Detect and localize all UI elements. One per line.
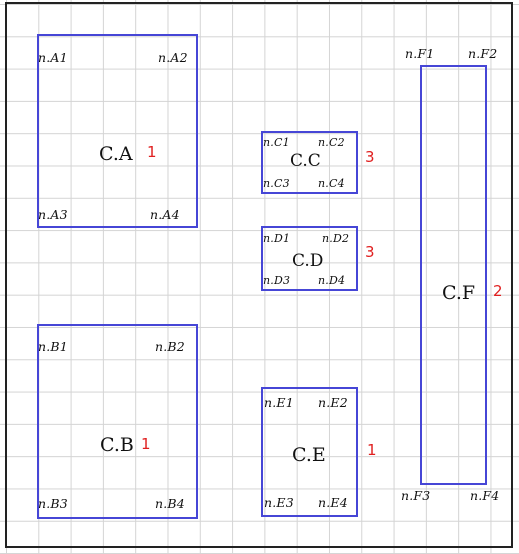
component-e-label: C.E (292, 444, 326, 466)
component-d-box (261, 226, 358, 291)
outer-frame (5, 2, 513, 548)
node-b1-label: n.B1 (38, 339, 68, 354)
node-d1-label: n.D1 (263, 232, 291, 245)
node-d4-label: n.D4 (318, 274, 346, 287)
node-f3-label: n.F3 (401, 488, 431, 503)
node-c2-label: n.C2 (318, 136, 345, 149)
node-c3-label: n.C3 (263, 177, 290, 190)
component-c-label: C.C (290, 151, 321, 171)
component-f-label: C.F (442, 282, 476, 304)
component-a-count: 1 (147, 143, 157, 161)
node-c1-label: n.C1 (263, 136, 290, 149)
component-d-label: C.D (292, 251, 324, 271)
node-b3-label: n.B3 (38, 496, 68, 511)
component-b-label: C.B (100, 434, 134, 456)
node-f1-label: n.F1 (405, 46, 435, 61)
component-e-count: 1 (367, 441, 377, 459)
node-e1-label: n.E1 (264, 395, 294, 410)
node-d2-label: n.D2 (322, 232, 350, 245)
component-b-count: 1 (141, 435, 151, 453)
component-a-label: C.A (99, 143, 133, 165)
node-a4-label: n.A4 (150, 207, 180, 222)
component-b-box (37, 324, 198, 519)
component-d-count: 3 (365, 243, 375, 261)
node-d3-label: n.D3 (263, 274, 291, 287)
node-e3-label: n.E3 (264, 495, 294, 510)
node-e4-label: n.E4 (318, 495, 348, 510)
component-e-box (261, 387, 358, 517)
component-c-box (261, 131, 358, 194)
node-a2-label: n.A2 (158, 50, 188, 65)
node-f2-label: n.F2 (468, 46, 498, 61)
node-b2-label: n.B2 (155, 339, 185, 354)
component-f-count: 2 (493, 282, 503, 300)
node-a1-label: n.A1 (38, 50, 68, 65)
component-a-box (37, 34, 198, 228)
component-f-box (420, 65, 487, 485)
node-c4-label: n.C4 (318, 177, 345, 190)
component-c-count: 3 (365, 148, 375, 166)
node-f4-label: n.F4 (470, 488, 500, 503)
node-a3-label: n.A3 (38, 207, 68, 222)
node-e2-label: n.E2 (318, 395, 348, 410)
node-b4-label: n.B4 (155, 496, 185, 511)
